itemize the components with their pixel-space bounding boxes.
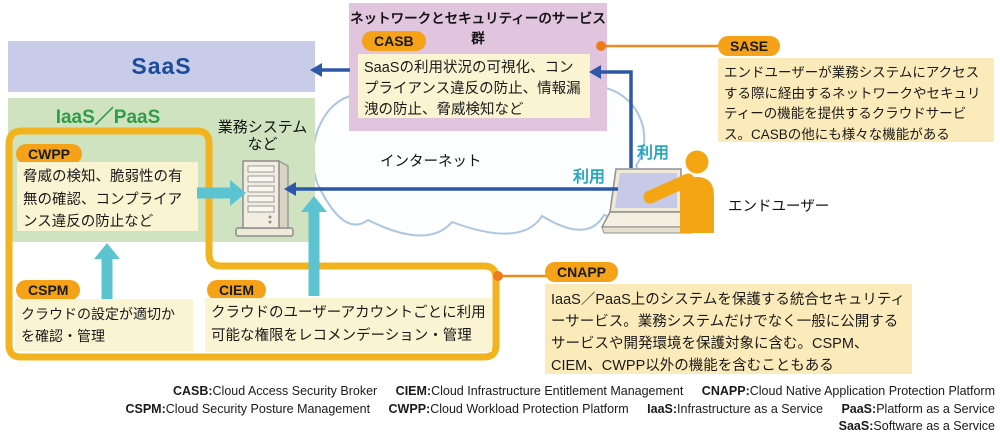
glossary-entry: CWPP:Cloud Workload Protection Platform — [388, 401, 629, 416]
casb-description: SaaSの利用状況の可視化、コンプライアンス違反の防止、情報漏洩の防止、脅威検知… — [358, 54, 590, 118]
sase-pill: SASE — [718, 36, 781, 56]
internet-label: インターネット — [380, 154, 482, 170]
glossary-line-2: CSPM:Cloud Security Posture Management C… — [0, 401, 995, 436]
cwpp-description: 脅威の検知、脆弱性の有無の確認、コンプライアンス違反の防止など — [17, 162, 198, 231]
business-system-line2: など — [247, 135, 278, 153]
cnapp-pill: CNAPP — [545, 262, 619, 282]
glossary-entry: CASB:Cloud Access Security Broker — [172, 384, 378, 398]
glossary: CASB:Cloud Access Security Broker CIEM:C… — [0, 383, 995, 437]
sase-description: エンドユーザーが業務システムにアクセスする際に経由するネットワークやセキュリティ… — [718, 58, 994, 142]
glossary-entry: IaaS:Infrastructure as a Service — [647, 401, 823, 416]
saas-zone-label: SaaS — [131, 53, 192, 79]
cnapp-description: IaaS／PaaS上のシステムを保護する統合セキュリティーサービス。業務システム… — [545, 284, 912, 374]
saas-zone: SaaS — [8, 41, 315, 92]
ciem-pill: CIEM — [207, 280, 266, 300]
glossary-line-1: CASB:Cloud Access Security Broker CIEM:C… — [0, 383, 995, 401]
casb-pill: CASB — [362, 31, 426, 51]
cwpp-pill: CWPP — [16, 144, 82, 164]
cspm-description: クラウドの設定が適切かを確認・管理 — [15, 299, 193, 351]
glossary-entry: CSPM:Cloud Security Posture Management — [125, 401, 371, 416]
cspm-pill: CSPM — [16, 280, 81, 300]
end-user-icon — [643, 150, 714, 233]
glossary-entry: SaaS:Software as a Service — [838, 419, 995, 433]
glossary-entry: PaaS:Platform as a Service — [841, 401, 995, 416]
glossary-entry: CIEM:Cloud Infrastructure Entitlement Ma… — [395, 384, 684, 398]
usage-label-top: 利用 — [637, 145, 670, 162]
usage-label-left: 利用 — [573, 169, 606, 186]
sase-connector-line — [596, 41, 722, 51]
ciem-description: クラウドのユーザーアカウントごとに利用可能な権限をレコメンデーション・管理 — [205, 298, 492, 352]
server-icon — [235, 159, 294, 237]
business-system-label: 業務システム など — [215, 119, 310, 153]
cnapp-connector-line — [493, 271, 549, 281]
end-user-label: エンドユーザー — [728, 199, 830, 215]
glossary-entry: CNAPP:Cloud Native Application Protectio… — [701, 384, 995, 398]
service-group-title: ネットワークとセキュリティーのサービス群 — [350, 11, 606, 46]
iaas-paas-zone-label: IaaS／PaaS — [55, 107, 161, 128]
business-system-line1: 業務システム — [217, 119, 308, 136]
